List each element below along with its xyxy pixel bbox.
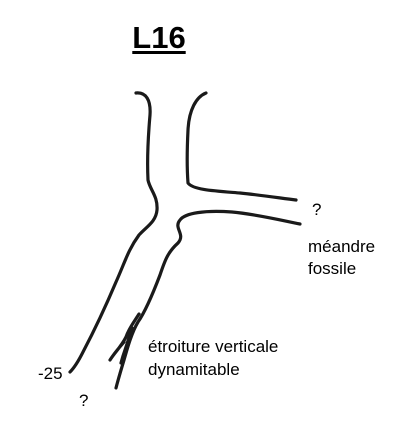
- left-wall: [68, 91, 159, 374]
- meander-label-line1: méandre: [308, 237, 376, 256]
- squeeze-constriction: [108, 312, 141, 362]
- squeeze-label-line2: dynamitable: [148, 360, 240, 379]
- survey-title: L16: [132, 20, 186, 55]
- meander-label-line2: fossile: [308, 259, 357, 278]
- squeeze-marker: [119, 326, 134, 365]
- right-lower-wall: [114, 209, 302, 390]
- right-upper-wall: [185, 91, 298, 202]
- depth-label: -25: [38, 364, 63, 383]
- question-mark-bottom: ?: [79, 391, 89, 410]
- question-mark-right: ?: [312, 200, 322, 219]
- squeeze-label-line1: étroiture verticale: [148, 337, 279, 356]
